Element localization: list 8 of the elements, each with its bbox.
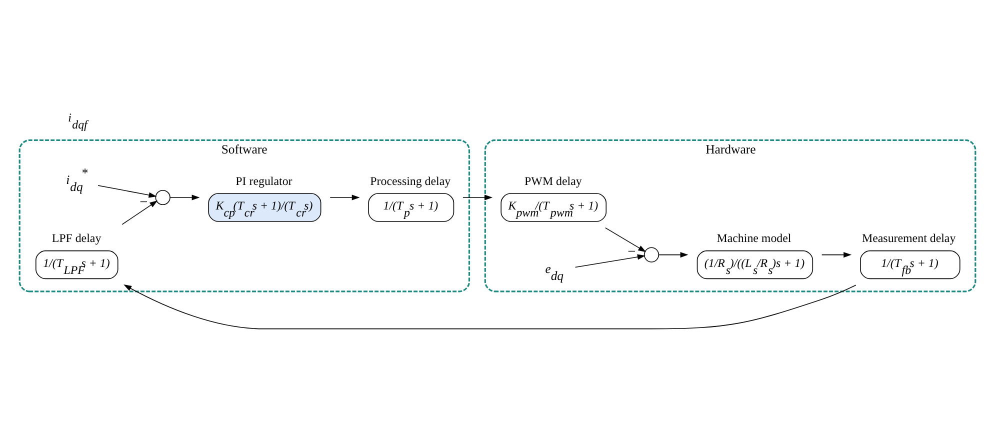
node-label: PI regulator (236, 174, 292, 188)
node-label: LPF delay (52, 231, 102, 246)
edge-label: − (628, 244, 636, 260)
node-label: Processing delay (370, 174, 451, 188)
edge-label: − (140, 194, 148, 211)
node-label: PWM delay (524, 174, 582, 188)
node-label: Measurement delay (862, 231, 956, 246)
node-label: Machine model (716, 231, 792, 246)
